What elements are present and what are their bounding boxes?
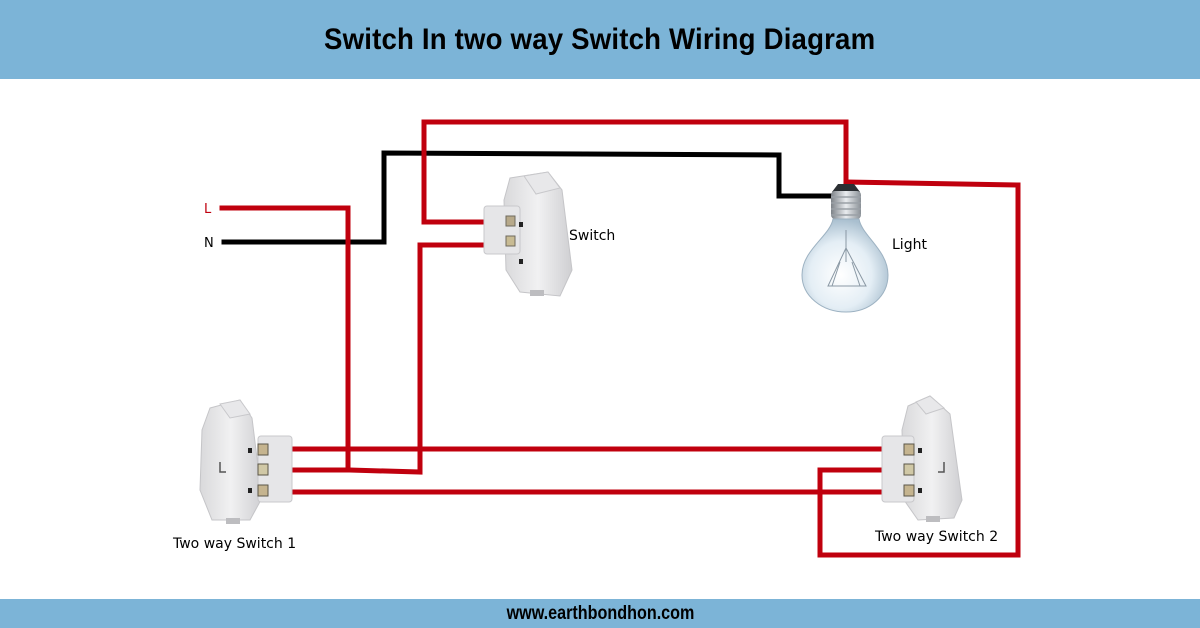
neutral-wire [221, 150, 835, 245]
one-way-switch-icon [483, 171, 573, 297]
neutral-label: N [204, 236, 214, 251]
two-way-switch-2-label: Two way Switch 2 [874, 529, 998, 545]
website-url[interactable]: www.earthbondhon.com [506, 602, 694, 624]
light-bulb-icon [801, 184, 889, 313]
two-way-switch-2-icon [881, 395, 963, 522]
switch-label: Switch [569, 228, 615, 244]
live-label: L [204, 202, 212, 217]
page-title: Switch In two way Switch Wiring Diagram [324, 22, 876, 56]
switch-supply-wire [345, 242, 487, 475]
light-return-wire [817, 179, 1021, 558]
two-way-switch-1-icon [199, 399, 293, 524]
title-banner: Switch In two way Switch Wiring Diagram [0, 0, 1200, 79]
live-supply-wire [219, 205, 351, 473]
switch-to-light-wire [421, 119, 849, 225]
footer-banner: www.earthbondhon.com [0, 599, 1200, 628]
two-way-switch-1-label: Two way Switch 1 [172, 536, 296, 552]
light-label: Light [892, 237, 927, 253]
